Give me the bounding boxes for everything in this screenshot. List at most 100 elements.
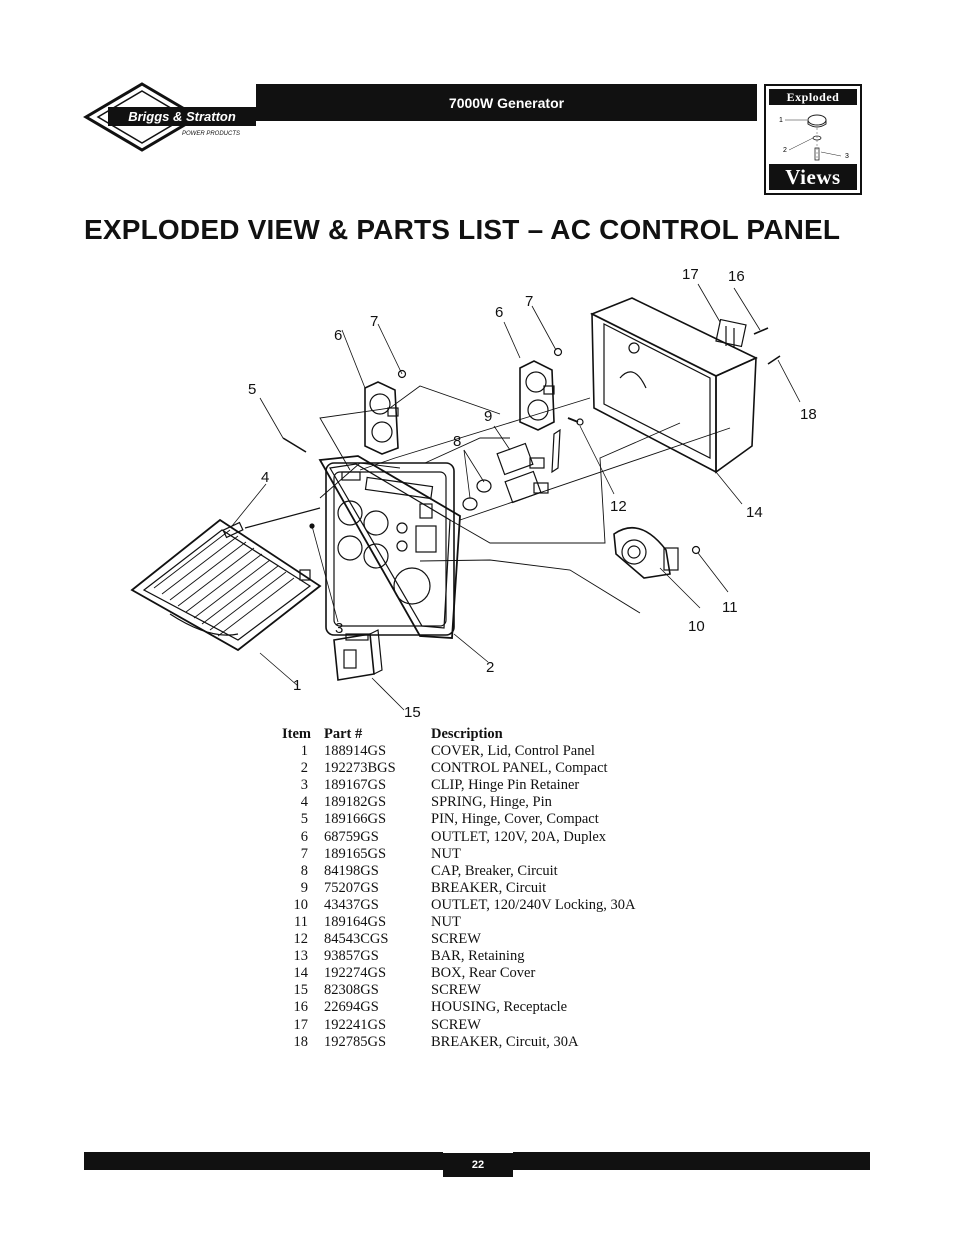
page-number: 22 (471, 1158, 485, 1171)
cell-description: OUTLET, 120/240V Locking, 30A (431, 896, 636, 913)
header-part-number: Part # (324, 726, 363, 742)
product-title-bar: 7000W Generator (256, 84, 757, 121)
badge-callout-2: 2 (783, 147, 787, 154)
cell-description: SPRING, Hinge, Pin (431, 794, 552, 811)
cell-item: 14 (293, 965, 309, 982)
callout-12: 12 (610, 498, 627, 515)
callout-7-right: 7 (525, 293, 533, 310)
cell-description: OUTLET, 120V, 20A, Duplex (431, 828, 607, 845)
cell-description: NUT (431, 845, 461, 862)
cell-item: 5 (300, 811, 308, 828)
callout-2: 2 (486, 659, 494, 676)
cell-item: 3 (300, 777, 308, 794)
screws-15-17 (753, 327, 781, 365)
page-number-tab: 22 (443, 1152, 513, 1177)
cell-part: 189164GS (324, 913, 387, 930)
cell-part: 43437GS (324, 896, 379, 913)
table-header-row: Item Part # Description (282, 726, 671, 743)
brand-logo: Briggs & Stratton POWER PRODUCTS (82, 80, 257, 154)
callout-14: 14 (746, 504, 763, 521)
cell-item: 18 (293, 1033, 309, 1050)
cell-description: HOUSING, Receptacle (431, 999, 568, 1016)
badge-exploded-icon: 1 2 3 (779, 114, 849, 161)
header-description: Description (431, 726, 503, 742)
screw-12 (567, 417, 584, 426)
cell-part: 189165GS (324, 845, 387, 862)
callout-18: 15 (404, 704, 421, 721)
cell-description: SCREW (431, 931, 481, 948)
callout-11: 11 (722, 599, 738, 616)
cell-part: 189166GS (324, 811, 387, 828)
cell-item: 2 (300, 760, 308, 777)
cell-item: 17 (293, 1016, 309, 1033)
cell-part: 93857GS (324, 948, 379, 965)
callout-7-left: 7 (370, 313, 378, 330)
cell-item: 1 (300, 743, 308, 760)
product-title: 7000W Generator (448, 94, 565, 111)
table-row: 4 189182GS SPRING, Hinge, Pin (282, 794, 671, 811)
connector-lines (319, 385, 731, 614)
table-row: 2 192273BGS CONTROL PANEL, Compact (282, 760, 671, 777)
cell-item: 16 (293, 999, 309, 1016)
table-row: 18 192785GS BREAKER, Circuit, 30A (282, 1034, 671, 1051)
callout-15: 16 (728, 268, 745, 285)
cell-part: 189182GS (324, 794, 387, 811)
page-number-rule (443, 1152, 513, 1153)
callout-17: 18 (800, 406, 817, 423)
table-row: 10 43437GS OUTLET, 120/240V Locking, 30A (282, 897, 671, 914)
callout-labels: 6 7 5 4 3 1 2 6 7 8 9 12 14 17 16 18 10 … (248, 266, 817, 721)
receptacle-housing (715, 318, 747, 348)
callout-6-left: 6 (334, 327, 342, 344)
callout-6-right: 6 (495, 304, 503, 321)
cell-item: 6 (300, 828, 308, 845)
duplex-outlet-right (519, 360, 555, 431)
table-row: 5 189166GS PIN, Hinge, Cover, Compact (282, 811, 671, 828)
callout-3: 3 (335, 620, 343, 637)
cell-item: 10 (293, 896, 309, 913)
cell-item: 7 (300, 845, 308, 862)
table-row: 17 192241GS SCREW (282, 1017, 671, 1034)
locking-outlet (613, 526, 679, 579)
rear-cover-box (590, 297, 758, 474)
brand-subtitle: POWER PRODUCTS (182, 131, 240, 137)
cell-part: 192273BGS (324, 760, 396, 777)
cell-description: SCREW (431, 1016, 481, 1033)
cell-part: 84198GS (324, 862, 379, 879)
callout-1: 1 (293, 677, 301, 694)
cell-part: 188914GS (324, 743, 387, 760)
cover-lid (130, 518, 322, 652)
brand-logo-mark: Briggs & Stratton POWER PRODUCTS (83, 82, 256, 152)
circuit-breakers (462, 428, 561, 511)
cell-part: 22694GS (324, 999, 379, 1016)
page-title: EXPLODED VIEW & PARTS LIST – AC CONTROL … (84, 214, 841, 245)
badge-callout-1: 1 (779, 117, 783, 124)
cell-description: CONTROL PANEL, Compact (431, 760, 608, 777)
cell-part: 192241GS (324, 1016, 387, 1033)
nut-11 (691, 545, 701, 555)
cell-item: 4 (300, 794, 308, 811)
cell-part: 192785GS (324, 1033, 387, 1050)
cell-description: PIN, Hinge, Cover, Compact (431, 811, 599, 828)
cell-item: 11 (294, 913, 308, 930)
cell-description: BREAKER, Circuit, 30A (431, 1033, 579, 1050)
cell-item: 15 (293, 982, 309, 999)
callout-9: 9 (484, 408, 492, 425)
cell-item: 12 (293, 931, 309, 948)
header-item: Item (282, 726, 311, 742)
callout-10: 10 (688, 618, 705, 635)
cell-part: 82308GS (324, 982, 379, 999)
callout-4: 4 (261, 469, 269, 486)
table-row: 7 189165GS NUT (282, 846, 671, 863)
duplex-outlet-left (364, 381, 399, 455)
callout-5: 5 (248, 381, 256, 398)
